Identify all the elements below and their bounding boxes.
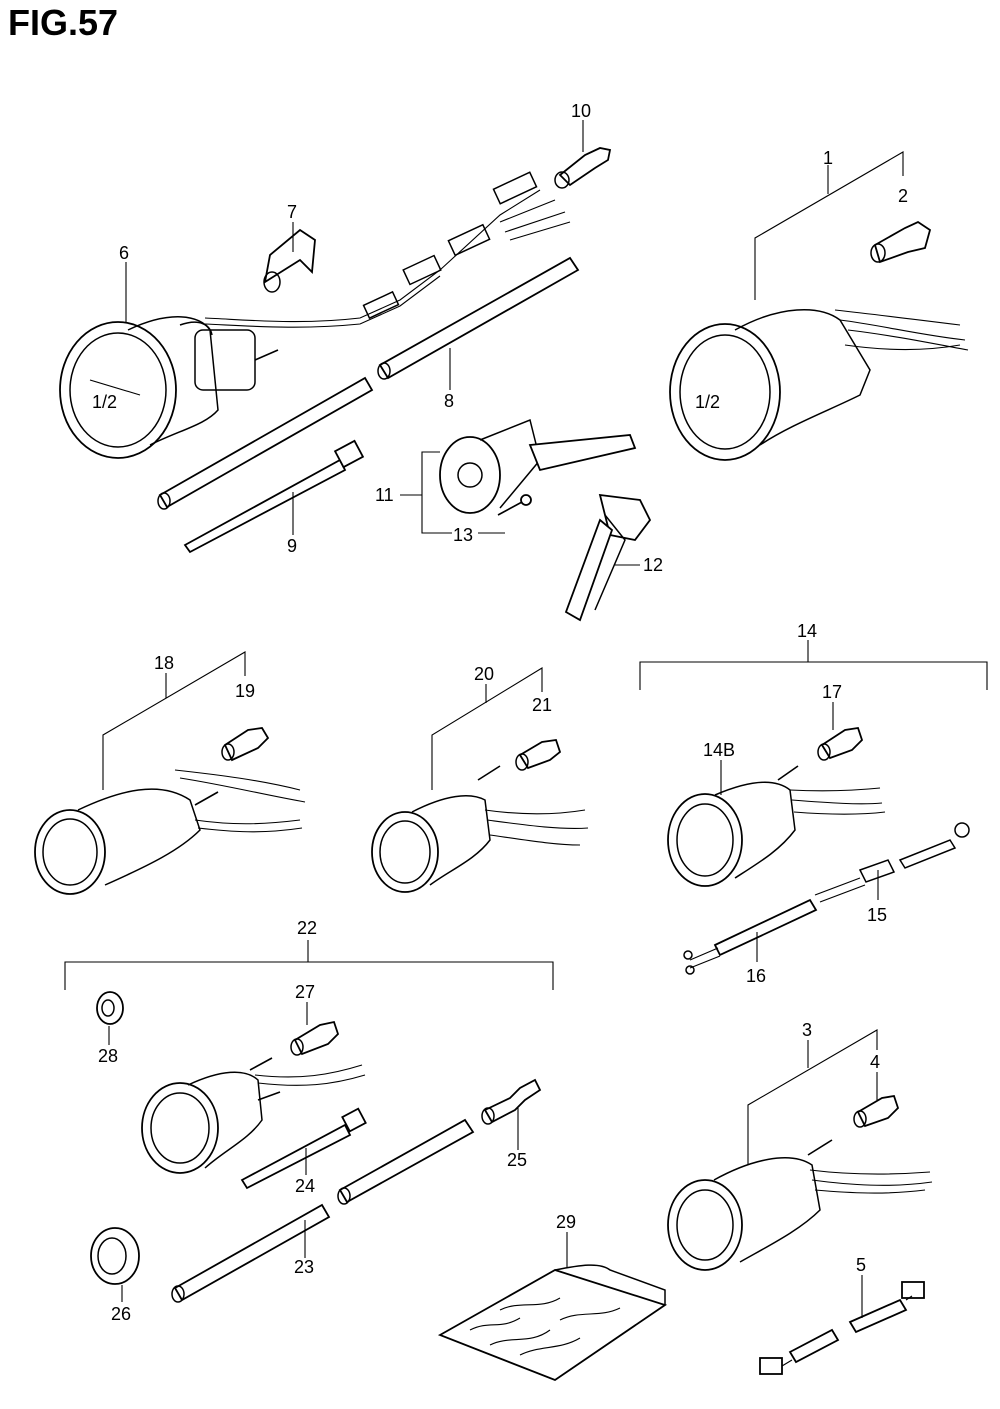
callout-19: 19 xyxy=(235,681,255,701)
gauge-icon[interactable] xyxy=(371,765,501,893)
callout-7: 7 xyxy=(287,202,297,222)
hose-icon[interactable] xyxy=(157,376,374,510)
callout-12: 12 xyxy=(643,555,663,575)
hose-icon[interactable] xyxy=(171,1203,331,1303)
cap-icon[interactable] xyxy=(90,1227,140,1285)
bracket-icon[interactable] xyxy=(439,418,637,514)
callout-3: 3 xyxy=(802,1020,812,1040)
cable-tie-icon[interactable] xyxy=(183,439,365,554)
wire-harness-icon[interactable] xyxy=(683,822,970,975)
callout-14b: 14B xyxy=(703,740,735,760)
gauge-icon[interactable]: 1/2 xyxy=(59,316,279,459)
figure-title: FIG.57 xyxy=(8,2,119,43)
wire-harness-icon[interactable] xyxy=(809,1169,933,1194)
gauge-icon[interactable]: 1/2 xyxy=(669,309,871,461)
hose-icon[interactable] xyxy=(337,1118,475,1205)
bulb-icon[interactable] xyxy=(263,228,316,293)
bulb-icon[interactable] xyxy=(290,1020,340,1056)
callout-4: 4 xyxy=(870,1052,880,1072)
wire-harness-icon[interactable] xyxy=(484,809,589,846)
callout-10: 10 xyxy=(571,101,591,121)
bulb-icon[interactable] xyxy=(870,220,932,264)
callout-8: 8 xyxy=(444,391,454,411)
hose-icon[interactable] xyxy=(377,256,580,380)
callout-26: 26 xyxy=(111,1304,131,1324)
callout-labels: 1 2 6 7 10 8 9 11 13 12 14 17 14B 15 16 … xyxy=(98,101,908,1324)
bulb-icon[interactable] xyxy=(554,147,612,189)
bulb-icon[interactable] xyxy=(515,739,562,771)
svg-text:1/2: 1/2 xyxy=(92,392,117,412)
callout-25: 25 xyxy=(507,1150,527,1170)
gauge-icon[interactable] xyxy=(667,1139,833,1271)
callout-22: 22 xyxy=(297,918,317,938)
callout-6: 6 xyxy=(119,243,129,263)
callout-2: 2 xyxy=(898,186,908,206)
callout-14: 14 xyxy=(797,621,817,641)
wire-harness-icon[interactable] xyxy=(254,1064,366,1086)
bulb-icon[interactable] xyxy=(853,1094,900,1128)
callout-15: 15 xyxy=(867,905,887,925)
bulb-icon[interactable] xyxy=(817,726,864,761)
wire-harness-icon[interactable] xyxy=(789,787,886,815)
leader-lines xyxy=(64,120,988,1318)
bag-icon[interactable] xyxy=(437,1264,668,1382)
gauge-icon[interactable] xyxy=(667,765,799,887)
gauge-icon[interactable] xyxy=(141,1057,281,1174)
callout-23: 23 xyxy=(294,1257,314,1277)
gauge-icon[interactable] xyxy=(34,788,219,895)
callout-29: 29 xyxy=(556,1212,576,1232)
svg-text:1/2: 1/2 xyxy=(695,392,720,412)
callout-20: 20 xyxy=(474,664,494,684)
callout-27: 27 xyxy=(295,982,315,1002)
callout-17: 17 xyxy=(822,682,842,702)
callout-28: 28 xyxy=(98,1046,118,1066)
callout-21: 21 xyxy=(532,695,552,715)
cap-icon[interactable] xyxy=(96,991,124,1025)
callout-11: 11 xyxy=(375,485,394,505)
wire-harness-icon[interactable] xyxy=(834,309,969,351)
wire-harness-icon[interactable] xyxy=(204,189,541,323)
cable-tie-icon[interactable] xyxy=(240,1107,367,1190)
wire-harness-icon[interactable] xyxy=(759,1281,925,1375)
callout-18: 18 xyxy=(154,653,174,673)
bracket-icon[interactable] xyxy=(564,493,652,622)
callout-16: 16 xyxy=(746,966,766,986)
screw-icon[interactable] xyxy=(497,494,532,516)
bulb-icon[interactable] xyxy=(221,727,270,762)
callout-9: 9 xyxy=(287,536,297,556)
fitting-icon[interactable] xyxy=(481,1078,542,1125)
wire-harness-icon[interactable] xyxy=(174,769,306,833)
callout-24: 24 xyxy=(295,1176,315,1196)
callout-1: 1 xyxy=(823,148,833,168)
callout-13: 13 xyxy=(453,525,473,545)
callout-5: 5 xyxy=(856,1255,866,1275)
